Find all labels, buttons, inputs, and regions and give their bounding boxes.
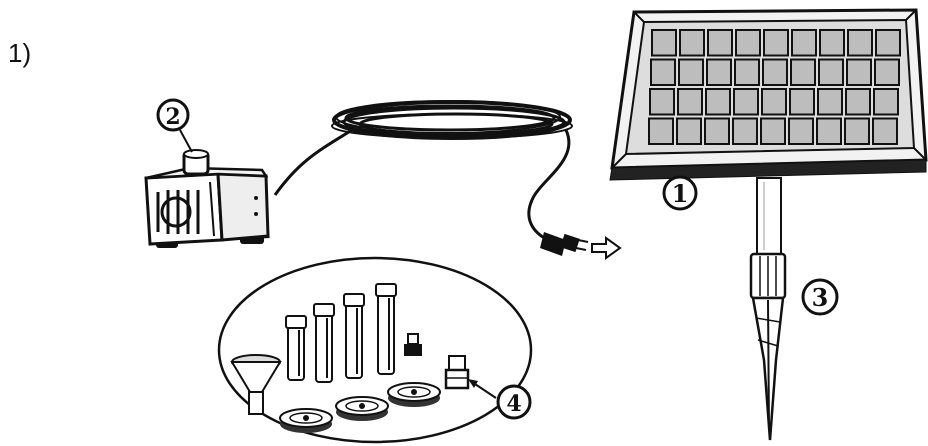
solar-cell bbox=[650, 89, 674, 115]
callout-panel: 1 bbox=[664, 177, 696, 209]
solar-cell bbox=[873, 119, 897, 145]
callout-stake: 3 bbox=[803, 280, 837, 314]
solar-cell bbox=[649, 119, 673, 145]
solar-panel-icon bbox=[610, 10, 926, 180]
callout-nozzles-label: 4 bbox=[506, 391, 521, 417]
disc-center bbox=[411, 389, 417, 395]
callout-nozzles: 4 bbox=[498, 386, 530, 418]
solar-cell bbox=[764, 30, 788, 56]
disc-center bbox=[303, 415, 309, 421]
solar-cell bbox=[820, 30, 844, 56]
solar-cell bbox=[677, 119, 701, 145]
callout-pump-label: 2 bbox=[165, 104, 180, 130]
solar-cell bbox=[791, 60, 815, 86]
solar-cell bbox=[819, 60, 843, 86]
cable-plug-icon bbox=[540, 232, 620, 258]
solar-cell bbox=[734, 89, 758, 115]
adapter-fitting bbox=[446, 356, 468, 388]
nozzle-set-icon bbox=[219, 258, 531, 442]
solar-cell bbox=[679, 60, 703, 86]
solar-cell bbox=[706, 89, 730, 115]
solar-cell bbox=[876, 30, 900, 56]
solar-cell bbox=[847, 60, 871, 86]
tube-cap bbox=[314, 304, 334, 316]
solar-cell bbox=[789, 119, 813, 145]
water-pump-icon bbox=[146, 150, 270, 248]
solar-cell bbox=[818, 89, 842, 115]
solar-cell bbox=[651, 60, 675, 86]
solar-cell bbox=[763, 60, 787, 86]
solar-cell bbox=[680, 30, 704, 56]
tube-cap bbox=[344, 294, 364, 306]
solar-cell bbox=[875, 60, 899, 86]
solar-cell bbox=[845, 119, 869, 145]
solar-cell bbox=[848, 30, 872, 56]
solar-cell bbox=[708, 30, 732, 56]
cable-coil-icon bbox=[275, 101, 572, 240]
solar-cell bbox=[736, 30, 760, 56]
solar-cell bbox=[846, 89, 870, 115]
solar-cell bbox=[652, 30, 676, 56]
tube-cap bbox=[286, 316, 306, 328]
callout-panel-label: 1 bbox=[672, 179, 689, 208]
solar-cell bbox=[678, 89, 702, 115]
solar-cell bbox=[707, 60, 731, 86]
solar-cell bbox=[735, 60, 759, 86]
solar-cell bbox=[705, 119, 729, 145]
callout-pump: 2 bbox=[158, 100, 192, 152]
disc-center bbox=[359, 403, 365, 409]
solar-cell bbox=[761, 119, 785, 145]
tube-cap bbox=[376, 284, 396, 296]
extension-tube bbox=[378, 284, 394, 374]
callout-stake-label: 3 bbox=[812, 283, 829, 312]
solar-cell bbox=[733, 119, 757, 145]
solar-cell bbox=[792, 30, 816, 56]
solar-cell bbox=[762, 89, 786, 115]
solar-cell bbox=[874, 89, 898, 115]
solar-cell bbox=[817, 119, 841, 145]
solar-cell bbox=[790, 89, 814, 115]
ground-stake-icon bbox=[751, 178, 785, 440]
